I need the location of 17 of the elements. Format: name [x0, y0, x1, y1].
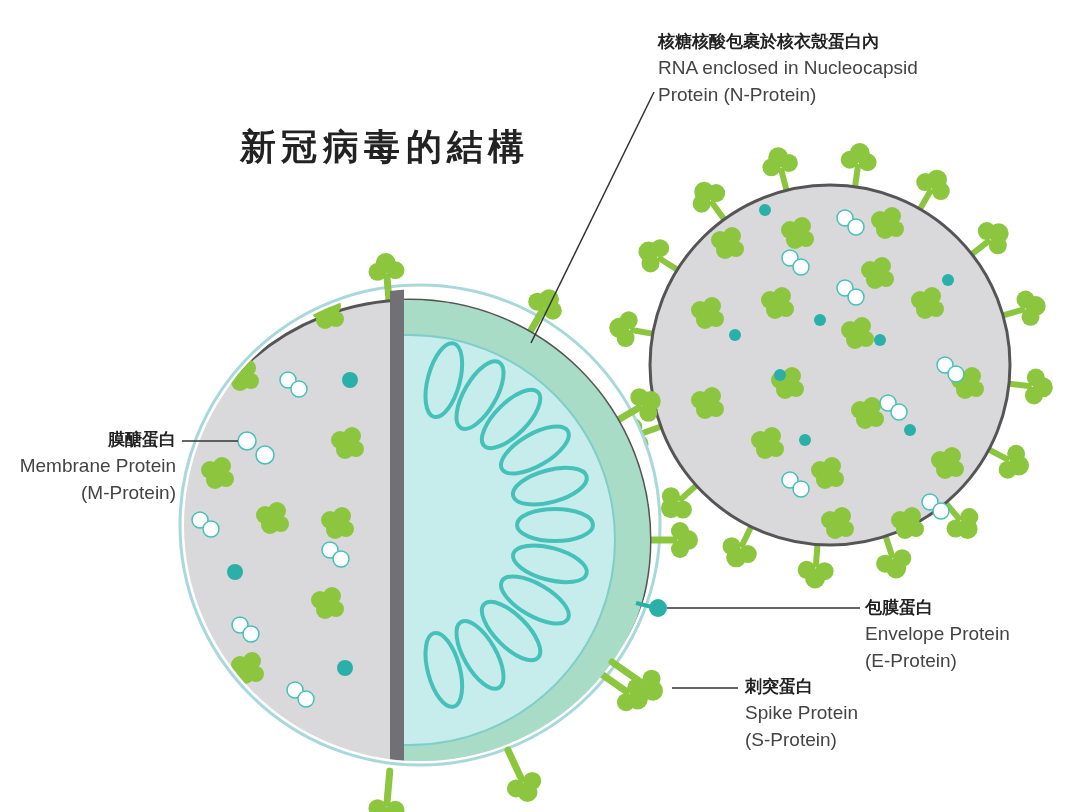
- leader-line: [671, 687, 739, 689]
- leader-line: [181, 440, 239, 442]
- leader-line: [666, 607, 861, 609]
- label-heading: 包膜蛋白: [865, 597, 934, 619]
- label-heading: 刺突蛋白: [745, 676, 814, 698]
- label-text: RNA enclosed in Nucleocapsid Protein (N-Protein): [658, 56, 919, 107]
- label-heading: 膜醣蛋白: [107, 429, 176, 451]
- label-text: Membrane Protein (M-Protein): [18, 454, 176, 505]
- label-text: Envelope Protein (E-Protein): [865, 622, 1011, 673]
- spike-protein: [608, 658, 663, 703]
- title: 新冠病毒的結構: [240, 125, 530, 169]
- label-text: Spike Protein (S-Protein): [745, 701, 859, 752]
- envelope-protein: [635, 599, 667, 617]
- rna-coil: [423, 341, 595, 709]
- membrane-protein: [237, 431, 275, 465]
- label-heading: 核糖核酸包裹於核衣殼蛋白內: [658, 31, 880, 53]
- leader-line: [530, 91, 655, 344]
